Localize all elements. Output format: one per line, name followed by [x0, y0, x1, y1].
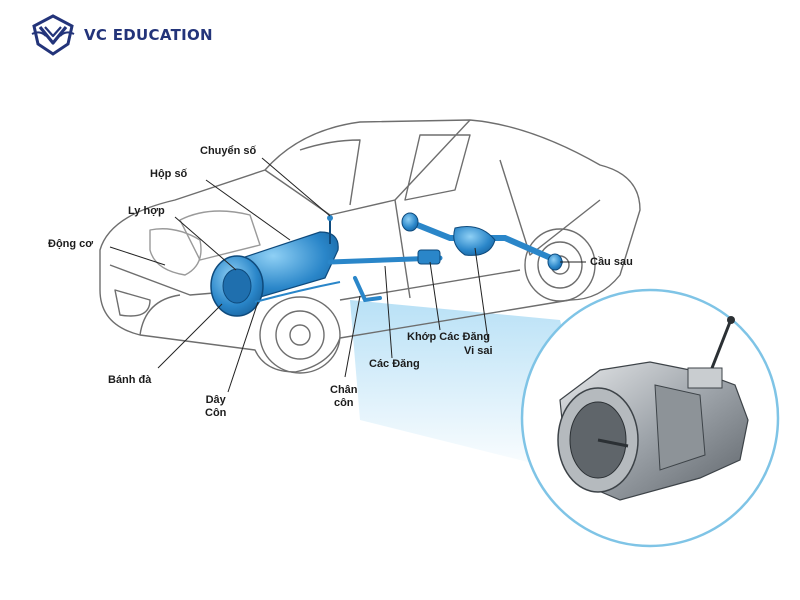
- label-khop-cac-dang: Khớp Các Đăng: [407, 331, 490, 343]
- universal-joint-shape: [417, 249, 441, 265]
- car-outline: [99, 119, 641, 374]
- drivetrain: [210, 212, 563, 317]
- differential-shape: [453, 226, 496, 256]
- label-ly-hop: Ly hợp: [128, 205, 165, 217]
- label-chuyen-so: Chuyển số: [200, 145, 257, 157]
- label-dong-co: Động cơ: [48, 238, 94, 250]
- label-chan-con: Chân côn: [330, 384, 358, 409]
- label-cac-dang: Các Đăng: [369, 358, 420, 370]
- clutch-shape: [222, 268, 252, 304]
- brand-name: VC EDUCATION: [84, 26, 213, 44]
- vc-education-logo-icon: [31, 14, 75, 56]
- label-cau-sau: Cầu sau: [590, 256, 633, 268]
- label-vi-sai: Vi sai: [464, 345, 493, 357]
- label-day-con: Dây Côn: [205, 394, 227, 419]
- clutch-cable-shape: [254, 281, 341, 303]
- label-banh-da: Bánh đà: [108, 374, 152, 386]
- brand-header: VC EDUCATION: [30, 14, 213, 56]
- label-hop-so: Hộp số: [150, 168, 188, 180]
- clutch-pedal-shape: [353, 276, 382, 303]
- leader-lines: [109, 157, 586, 393]
- gearbox-inset: [520, 288, 780, 548]
